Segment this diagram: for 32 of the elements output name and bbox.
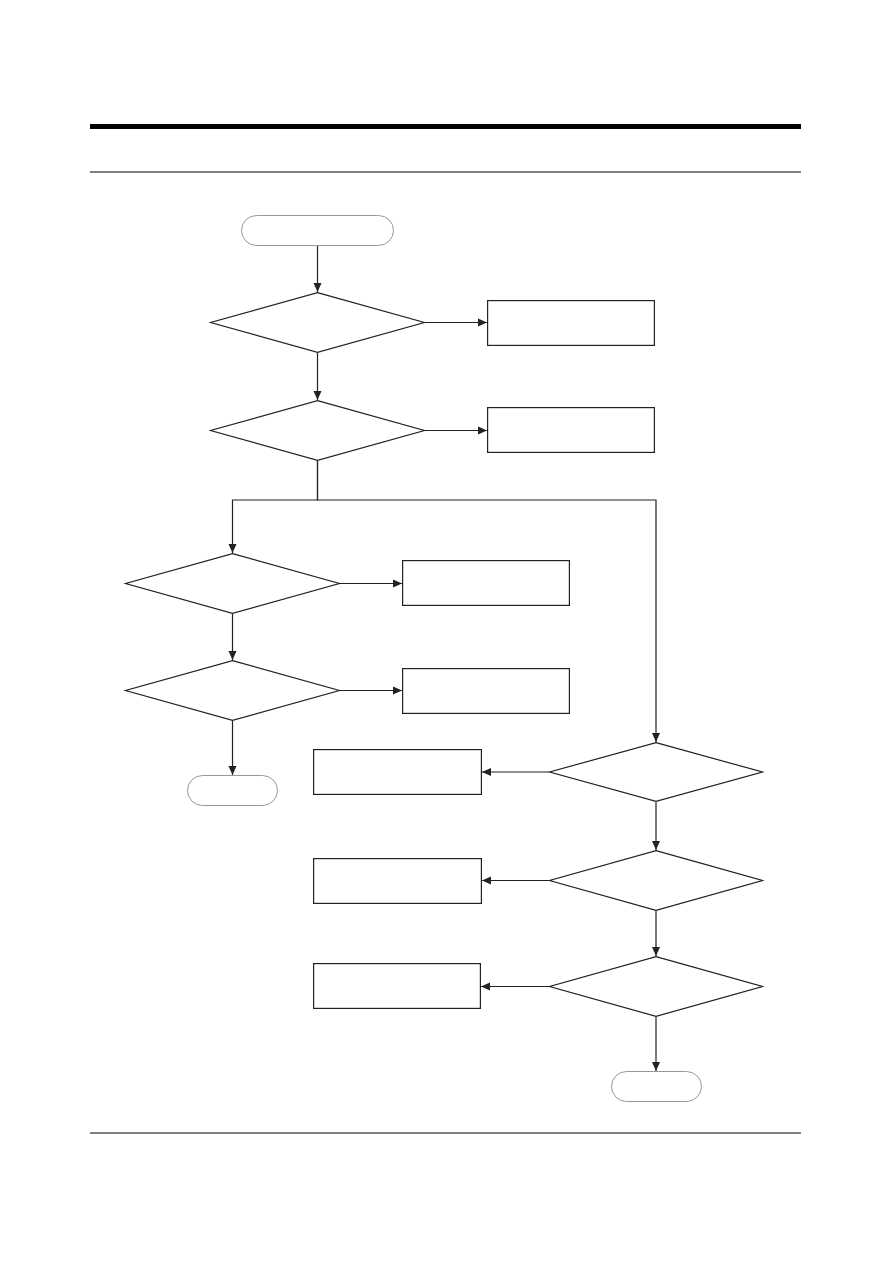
decision-diamond	[125, 660, 340, 721]
decision-diamond	[549, 956, 763, 1017]
process-box	[313, 858, 482, 904]
terminal-pill	[611, 1071, 702, 1102]
arrow	[480, 982, 550, 991]
terminal-pill	[241, 215, 394, 246]
decision-diamond	[549, 850, 763, 911]
arrow	[339, 686, 403, 695]
arrow	[313, 245, 322, 293]
arrow	[228, 613, 237, 661]
arrow	[228, 720, 237, 776]
process-box	[487, 300, 655, 346]
arrow	[424, 426, 488, 435]
terminal-pill	[187, 775, 278, 806]
process-box	[402, 560, 570, 606]
arrow	[316, 460, 660, 743]
arrow	[652, 1016, 660, 1072]
arrow	[481, 768, 550, 776]
process-box	[313, 963, 481, 1009]
decision-diamond	[549, 742, 763, 802]
arrow	[481, 876, 550, 885]
process-box	[402, 668, 570, 714]
arrow	[339, 579, 403, 588]
arrow	[652, 801, 660, 851]
process-box	[487, 407, 655, 453]
decision-diamond	[125, 553, 340, 614]
arrow	[424, 318, 488, 327]
decision-diamond	[210, 292, 425, 353]
decision-diamond	[210, 400, 425, 461]
process-box	[313, 749, 482, 795]
arrow	[313, 352, 322, 401]
arrow	[652, 910, 660, 957]
